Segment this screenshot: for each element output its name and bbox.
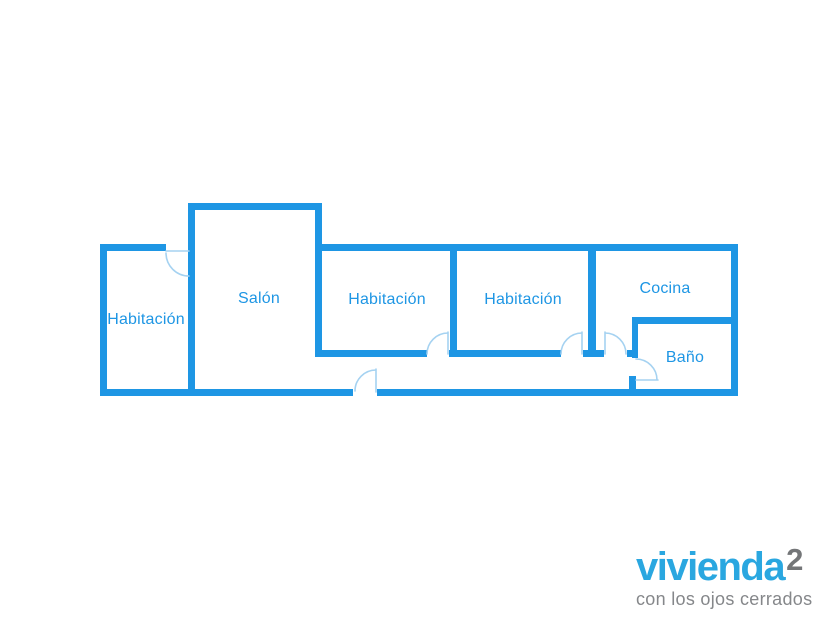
wall-hall-segment-a <box>315 350 427 357</box>
brand-logo: vivienda 2 con los ojos cerrados <box>636 544 813 609</box>
wall-top-left <box>100 244 166 251</box>
room-label-cocina: Cocina <box>639 280 691 297</box>
wall-hab3-cocina <box>588 244 596 350</box>
walls <box>100 203 738 396</box>
room-label-habitacion-2: Habitación <box>348 291 426 308</box>
doors <box>165 250 659 393</box>
room-label-bano: Baño <box>665 349 705 366</box>
wall-salon-right <box>315 203 322 357</box>
wall-bottom-left <box>100 389 353 396</box>
wall-bano-left <box>632 317 638 358</box>
door-bano <box>635 358 659 381</box>
door-habitacion-2 <box>426 331 449 355</box>
wall-hall-segment-c <box>583 350 604 357</box>
door-habitacion-1 <box>165 250 190 277</box>
room-label-habitacion-1: Habitación <box>107 311 185 328</box>
brand-tagline: con los ojos cerrados <box>636 589 813 609</box>
brand-lockup: vivienda 2 <box>636 544 812 589</box>
wall-bano-stub <box>629 376 636 390</box>
door-entrance <box>354 368 377 393</box>
wall-hall-segment-b <box>449 350 561 357</box>
room-label-habitacion-3: Habitación <box>484 291 562 308</box>
wall-salon-top <box>188 203 322 210</box>
wall-top-right <box>315 244 738 251</box>
wall-hab2-hab3 <box>450 244 457 357</box>
brand-superscript: 2 <box>786 542 804 577</box>
door-cocina <box>604 331 627 355</box>
wall-bottom-right <box>377 389 738 396</box>
room-label-salon: Salón <box>238 290 280 307</box>
door-habitacion-3 <box>560 331 583 355</box>
wall-bano-top <box>632 317 738 324</box>
brand-name: vivienda <box>636 545 786 589</box>
wall-salon-left <box>188 203 195 396</box>
wall-exterior-left <box>100 244 107 396</box>
